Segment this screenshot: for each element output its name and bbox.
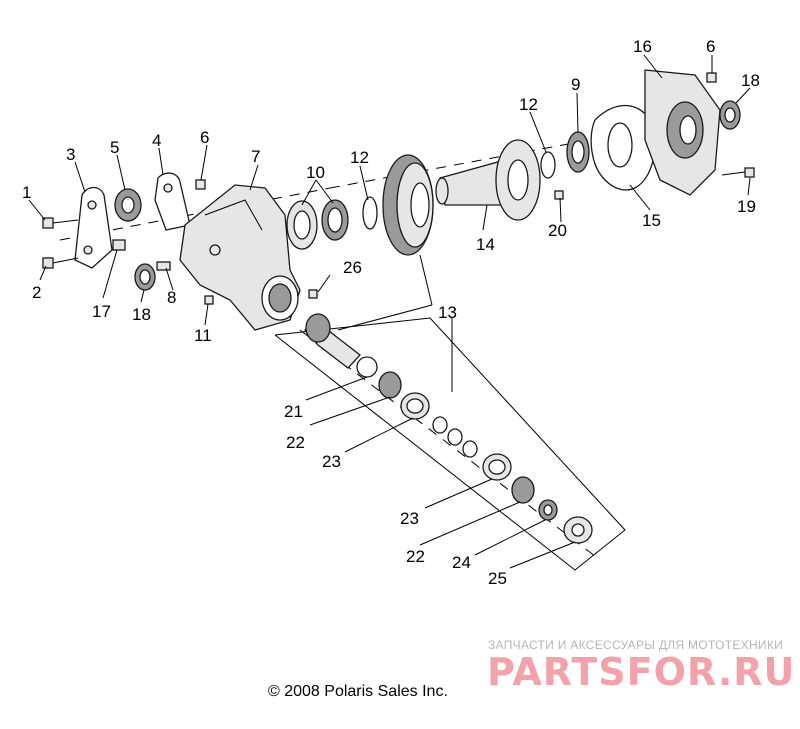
callout-18-right: 18 [741,71,760,90]
nut-24 [538,499,558,521]
pinion-gear [304,313,361,369]
callout-2: 2 [32,283,41,302]
callout-6-right: 6 [706,37,715,56]
callout-25: 25 [488,569,507,588]
watermark-tagline: ЗАПЧАСТИ И АКСЕССУАРЫ ДЛЯ МОТОТЕХНИКИ [488,638,783,652]
callout-22-lower: 22 [406,547,425,566]
bolt-2 [42,257,79,269]
callout-22-upper: 22 [286,433,305,452]
callout-20: 20 [548,221,567,240]
callout-21: 21 [284,402,303,421]
callout-11: 11 [194,326,212,345]
bolt-6-right [706,72,717,83]
race-23-upper [400,392,430,420]
callout-8: 8 [167,288,176,307]
callout-24: 24 [452,553,471,572]
callout-23-lower: 23 [400,509,419,528]
plug-26 [308,289,318,299]
shims [432,416,478,458]
callout-14: 14 [476,235,495,254]
callout-16: 16 [633,37,652,56]
callout-23-upper: 23 [322,452,341,471]
callout-9: 9 [571,75,580,94]
bolt-20 [554,190,564,200]
bolt-11 [204,295,214,305]
watermark: ЗАПЧАСТИ И АКСЕССУАРЫ ДЛЯ МОТОТЕХНИКИ PA… [487,638,795,694]
bearing-5 [114,188,142,222]
watermark-logo: PARTSFOR.RU [487,650,795,694]
spacer-21 [356,356,378,378]
shim-12-left [362,196,378,230]
axis-lines [59,127,656,561]
bearing-22-upper [378,371,402,399]
callout-12-right: 12 [519,95,538,114]
race-23-lower [482,453,512,481]
callout-3: 3 [66,145,75,164]
leader-lines [28,54,751,569]
callout-17: 17 [92,302,111,321]
bracket-3 [74,186,113,269]
bracket-4 [154,172,191,231]
ring-gear-13 [382,154,434,256]
cover-16 [644,69,721,196]
callout-15: 15 [642,211,661,230]
callout-7: 7 [251,147,260,166]
bearing-22-lower [511,476,535,504]
group-13-outline [274,317,626,571]
callout-10: 10 [306,163,325,182]
washer-25 [563,516,593,544]
callout-1: 1 [22,183,31,202]
hub-14 [435,139,541,221]
bearing-10a [286,200,318,250]
callout-18-left: 18 [132,305,151,324]
bolt-1 [42,217,79,229]
bearing-10b [321,199,349,241]
callout-12-left: 12 [350,148,369,167]
callouts: 1 2 3 4 5 6 6 7 8 9 10 11 12 12 13 14 15… [22,37,760,588]
callout-6-left: 6 [200,128,209,147]
key-8 [156,261,171,271]
callout-4: 4 [152,131,161,150]
callout-13: 13 [438,303,457,322]
bolt-6-left [195,179,206,190]
seal-18-left [134,263,156,291]
callout-19: 19 [737,197,756,216]
bolt-19 [721,167,755,178]
housing-7 [179,184,301,331]
shim-12-right [540,151,556,179]
callout-5: 5 [110,138,119,157]
callout-26: 26 [343,258,362,277]
bearing-9 [566,131,590,173]
seal-18-right [719,100,741,130]
gasket-15 [590,104,657,191]
sleeve-17 [112,239,126,251]
copyright-text: © 2008 Polaris Sales Inc. [268,683,448,700]
